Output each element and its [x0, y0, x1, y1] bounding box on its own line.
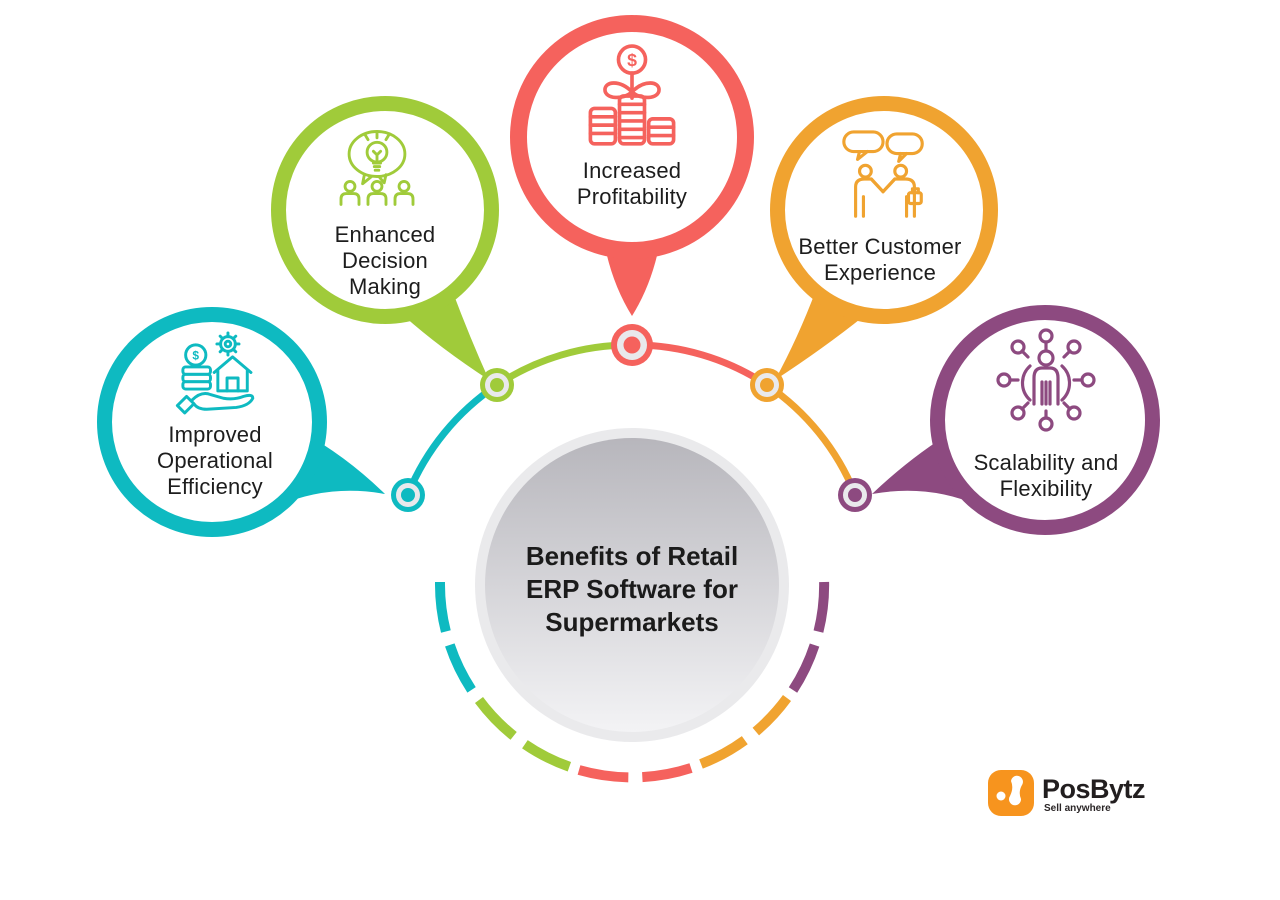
- posbytz-logo-icon: [988, 770, 1034, 816]
- arc-node-green: [480, 368, 514, 402]
- bubble-better-customer-experience: [770, 96, 998, 324]
- arc-node-orange: [750, 368, 784, 402]
- arc-node-red: [611, 324, 653, 366]
- center-title: Benefits of Retail ERP Software for Supe…: [525, 541, 739, 637]
- connector-orange-purple: [763, 381, 859, 498]
- money-plant-icon: $: [588, 44, 676, 146]
- label-improved-operational-efficiency: Improved Operational Efficiency: [157, 422, 273, 499]
- person-network-icon: [996, 328, 1096, 432]
- connector-red-orange: [628, 341, 771, 389]
- hand-coins-house-icon: $: [175, 331, 255, 415]
- dashed-arc-orange: [699, 695, 792, 769]
- dashed-arc-teal: [434, 581, 478, 695]
- bubble-enhanced-decision-making: [271, 96, 499, 324]
- center-circle: [475, 428, 789, 742]
- dashed-arc-green: [474, 696, 572, 772]
- label-enhanced-decision-making: Enhanced Decision Making: [334, 222, 436, 299]
- bubble-improved-operational-efficiency: [97, 307, 327, 537]
- dashed-progress-arc: [434, 577, 830, 783]
- center-circle-fill: [485, 438, 779, 732]
- label-scalability-flexibility: Scalability and Flexibility: [973, 450, 1119, 501]
- label-increased-profitability: Increased Profitability: [576, 158, 688, 209]
- svg-text:$: $: [192, 349, 199, 363]
- idea-team-icon: [339, 130, 415, 206]
- logo-tagline: Sell anywhere: [1044, 803, 1111, 814]
- dashed-arc-purple: [788, 577, 830, 693]
- logo-wordmark: PosBytz: [1042, 774, 1146, 804]
- connector-teal-green: [404, 381, 501, 498]
- svg-text:$: $: [627, 50, 637, 70]
- handshake-chat-icon: [842, 130, 924, 218]
- connector-green-red: [493, 341, 636, 389]
- bubble-tail-red: [604, 242, 660, 316]
- dashed-arc-red: [577, 763, 693, 783]
- arc-node-teal: [391, 478, 425, 512]
- label-better-customer-experience: Better Customer Experience: [798, 234, 962, 285]
- bubble-scalability-flexibility: [930, 305, 1160, 535]
- arc-node-purple: [838, 478, 872, 512]
